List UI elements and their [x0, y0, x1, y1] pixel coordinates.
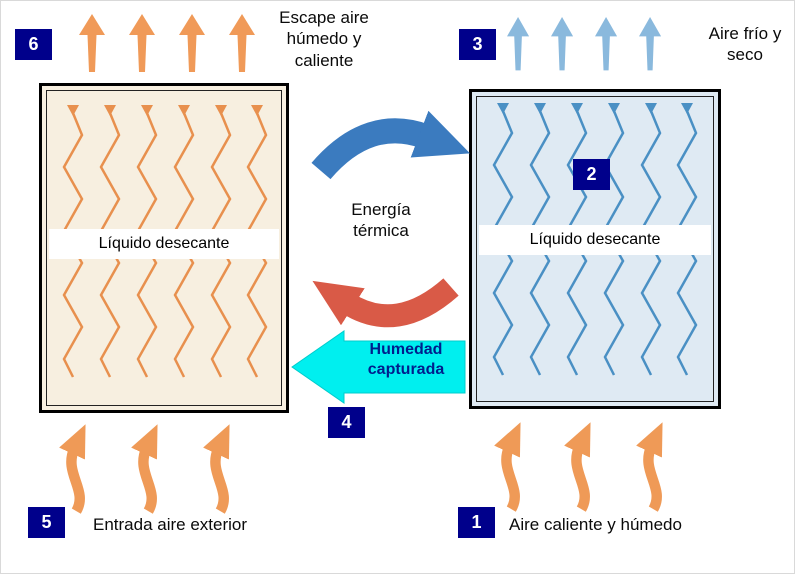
escape-air-arrows — [79, 14, 255, 72]
cold-dry-air-arrows — [507, 17, 662, 71]
hot-humid-air-label: Aire caliente y húmedo — [509, 515, 682, 534]
blue-up-arrow-icon — [595, 17, 618, 71]
orange-up-arrow-icon — [229, 14, 255, 72]
left-chamber-inner — [46, 90, 282, 406]
orange-up-arrow-icon — [79, 14, 105, 72]
thermal-energy-label: Energía térmica — [351, 200, 411, 241]
left-chamber-label: Líquido desecante — [49, 229, 279, 259]
orange-up-arrow-icon — [179, 14, 205, 72]
badge-step-6: 6 — [15, 29, 52, 60]
curved-up-arrow-icon — [215, 448, 223, 511]
curved-up-arrow-icon — [506, 446, 514, 509]
hot-humid-air-arrows — [506, 446, 656, 509]
blue-up-arrow-icon — [639, 17, 662, 71]
curved-up-arrow-icon — [648, 446, 656, 509]
thermal-energy-left-arrow-icon — [312, 278, 459, 328]
captured-humidity-label: Humedad capturada — [367, 341, 445, 378]
right-chamber-label: Líquido desecante — [479, 225, 711, 255]
blue-up-arrow-icon — [507, 17, 530, 71]
curved-up-arrow-icon — [576, 446, 584, 509]
badge-step-4: 4 — [328, 407, 365, 438]
right-chamber-inner — [476, 96, 714, 402]
blue-up-arrow-icon — [551, 17, 574, 71]
curved-up-arrow-icon — [143, 448, 151, 511]
badge-step-5: 5 — [28, 507, 65, 538]
badge-step-1: 1 — [458, 507, 495, 538]
cold-dry-air-label: Aire frío y seco — [708, 24, 782, 65]
outside-air-arrows — [71, 448, 223, 511]
badge-step-2: 2 — [573, 159, 610, 190]
escape-air-label: Escape aire húmedo y caliente — [279, 8, 369, 70]
outside-air-label: Entrada aire exterior — [93, 515, 248, 534]
orange-up-arrow-icon — [129, 14, 155, 72]
curved-up-arrow-icon — [71, 448, 79, 511]
thermal-energy-right-arrow-icon — [311, 110, 471, 180]
badge-step-3: 3 — [459, 29, 496, 60]
